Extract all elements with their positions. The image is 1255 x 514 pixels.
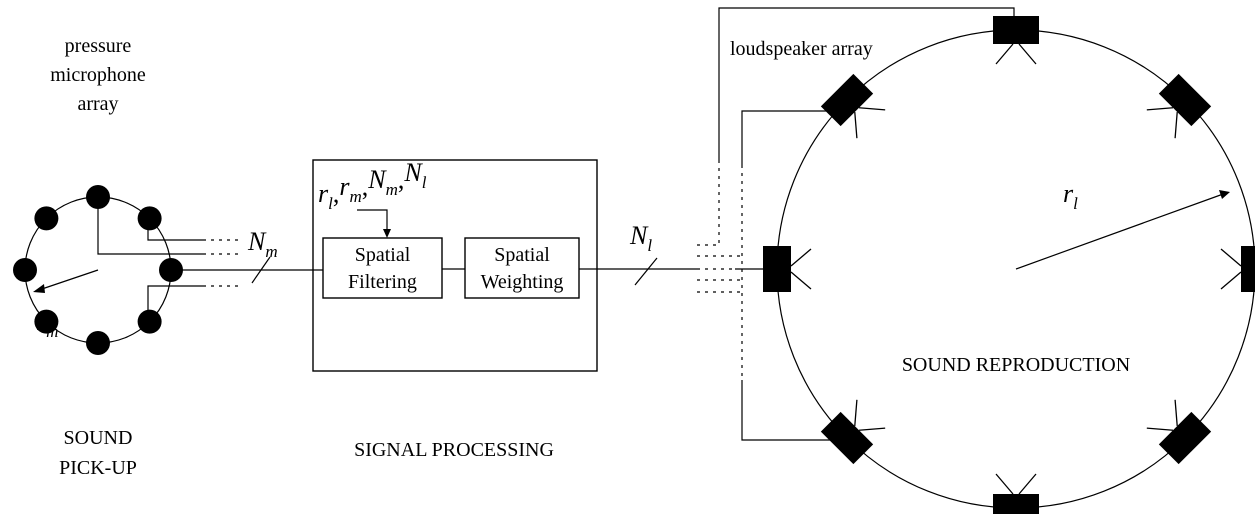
loudspeaker	[1146, 399, 1212, 465]
speaker-radius-arrowhead	[1219, 190, 1230, 199]
spatial-filtering-line1: Spatial	[355, 244, 411, 266]
sound-pickup-label-line2: PICK-UP	[59, 457, 137, 479]
microphone	[34, 206, 59, 231]
loudspeaker	[820, 399, 886, 465]
signal-processing-label: SIGNAL PROCESSING	[354, 439, 554, 461]
loudspeakers	[763, 16, 1255, 514]
loudspeaker-array-label: loudspeaker array	[730, 38, 873, 60]
microphone	[159, 258, 183, 282]
mic-channel-count: Nm	[247, 227, 278, 261]
bus-slash-mic	[251, 256, 271, 284]
spatial-weighting-line2: Weighting	[481, 271, 564, 293]
parameter-symbol: r	[318, 179, 329, 208]
mic-array-label-line1: pressure	[65, 35, 132, 57]
loudspeaker	[993, 16, 1039, 65]
microphone-wires	[97, 192, 323, 321]
microphone-array	[13, 185, 183, 355]
spatial-weighting-line1: Spatial	[494, 244, 550, 266]
mic-radius-label: rm	[36, 307, 58, 341]
mic-radius-arrowhead	[33, 284, 45, 293]
spatial-filtering-line2: Filtering	[348, 271, 417, 293]
sound-pickup-label-line1: SOUND	[64, 427, 133, 449]
signal-processing-box	[312, 159, 598, 372]
mic-array-label-line2: microphone	[50, 64, 146, 86]
microphones	[13, 185, 183, 355]
speaker-radius-label: rl	[1063, 179, 1078, 213]
microphone	[34, 309, 59, 334]
microphone	[137, 206, 162, 231]
loudspeaker	[993, 473, 1039, 514]
loudspeaker	[763, 246, 812, 292]
microphone	[137, 309, 162, 334]
loudspeaker-channel-count: Nl	[629, 221, 652, 255]
parameter-arrowhead	[383, 229, 391, 238]
spatial-weighting-block	[464, 237, 580, 299]
parameter-symbol: N	[367, 165, 387, 194]
spatial-filtering-block	[322, 237, 443, 299]
parameter-symbol: r	[339, 172, 350, 201]
sound-reproduction-label: SOUND REPRODUCTION	[902, 354, 1130, 376]
loudspeaker	[820, 73, 886, 139]
parameter-symbol: N	[403, 158, 423, 187]
parameter-arrow	[357, 209, 388, 230]
mic-array-label-line3: array	[77, 93, 118, 115]
loudspeaker	[1146, 73, 1212, 139]
loudspeaker	[1220, 246, 1255, 292]
speaker-radius-line	[1015, 192, 1227, 270]
bus-slash-loudspeaker	[634, 257, 658, 286]
microphone	[13, 258, 37, 282]
processing-parameters: rl,rm,Nm,Nl	[318, 158, 427, 213]
mic-radius-line	[35, 269, 99, 292]
microphone	[86, 331, 110, 355]
